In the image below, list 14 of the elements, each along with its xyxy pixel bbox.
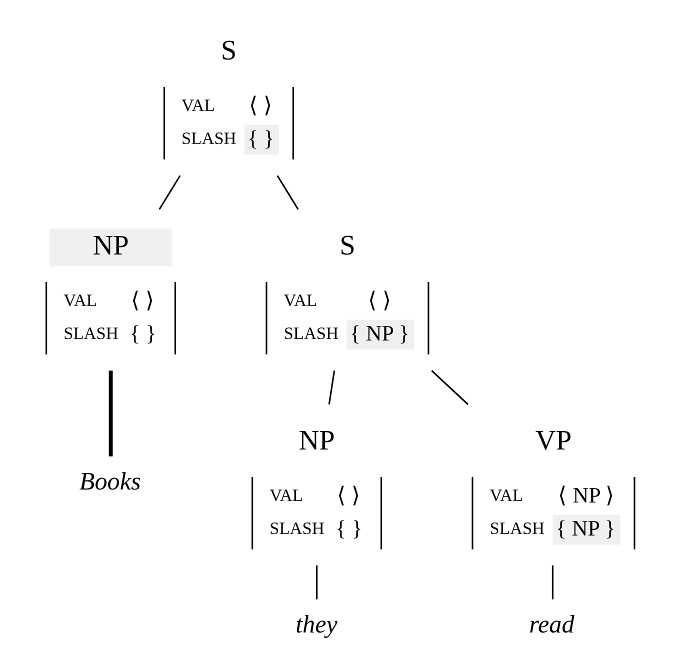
connector xyxy=(552,565,554,600)
connector xyxy=(316,565,318,600)
node-label: S xyxy=(220,35,237,66)
connector xyxy=(108,370,113,456)
node-text: NP VAL ⟨ ⟩ SLASH { } xyxy=(270,425,362,541)
node-text: read xyxy=(529,611,574,638)
connector xyxy=(276,175,299,210)
connector xyxy=(158,175,181,210)
connector xyxy=(431,370,468,405)
node-label: VP xyxy=(535,425,572,456)
node-text: they xyxy=(296,611,338,638)
node-text: Books xyxy=(79,468,141,496)
node-label: S xyxy=(340,230,356,262)
connector xyxy=(328,370,336,404)
